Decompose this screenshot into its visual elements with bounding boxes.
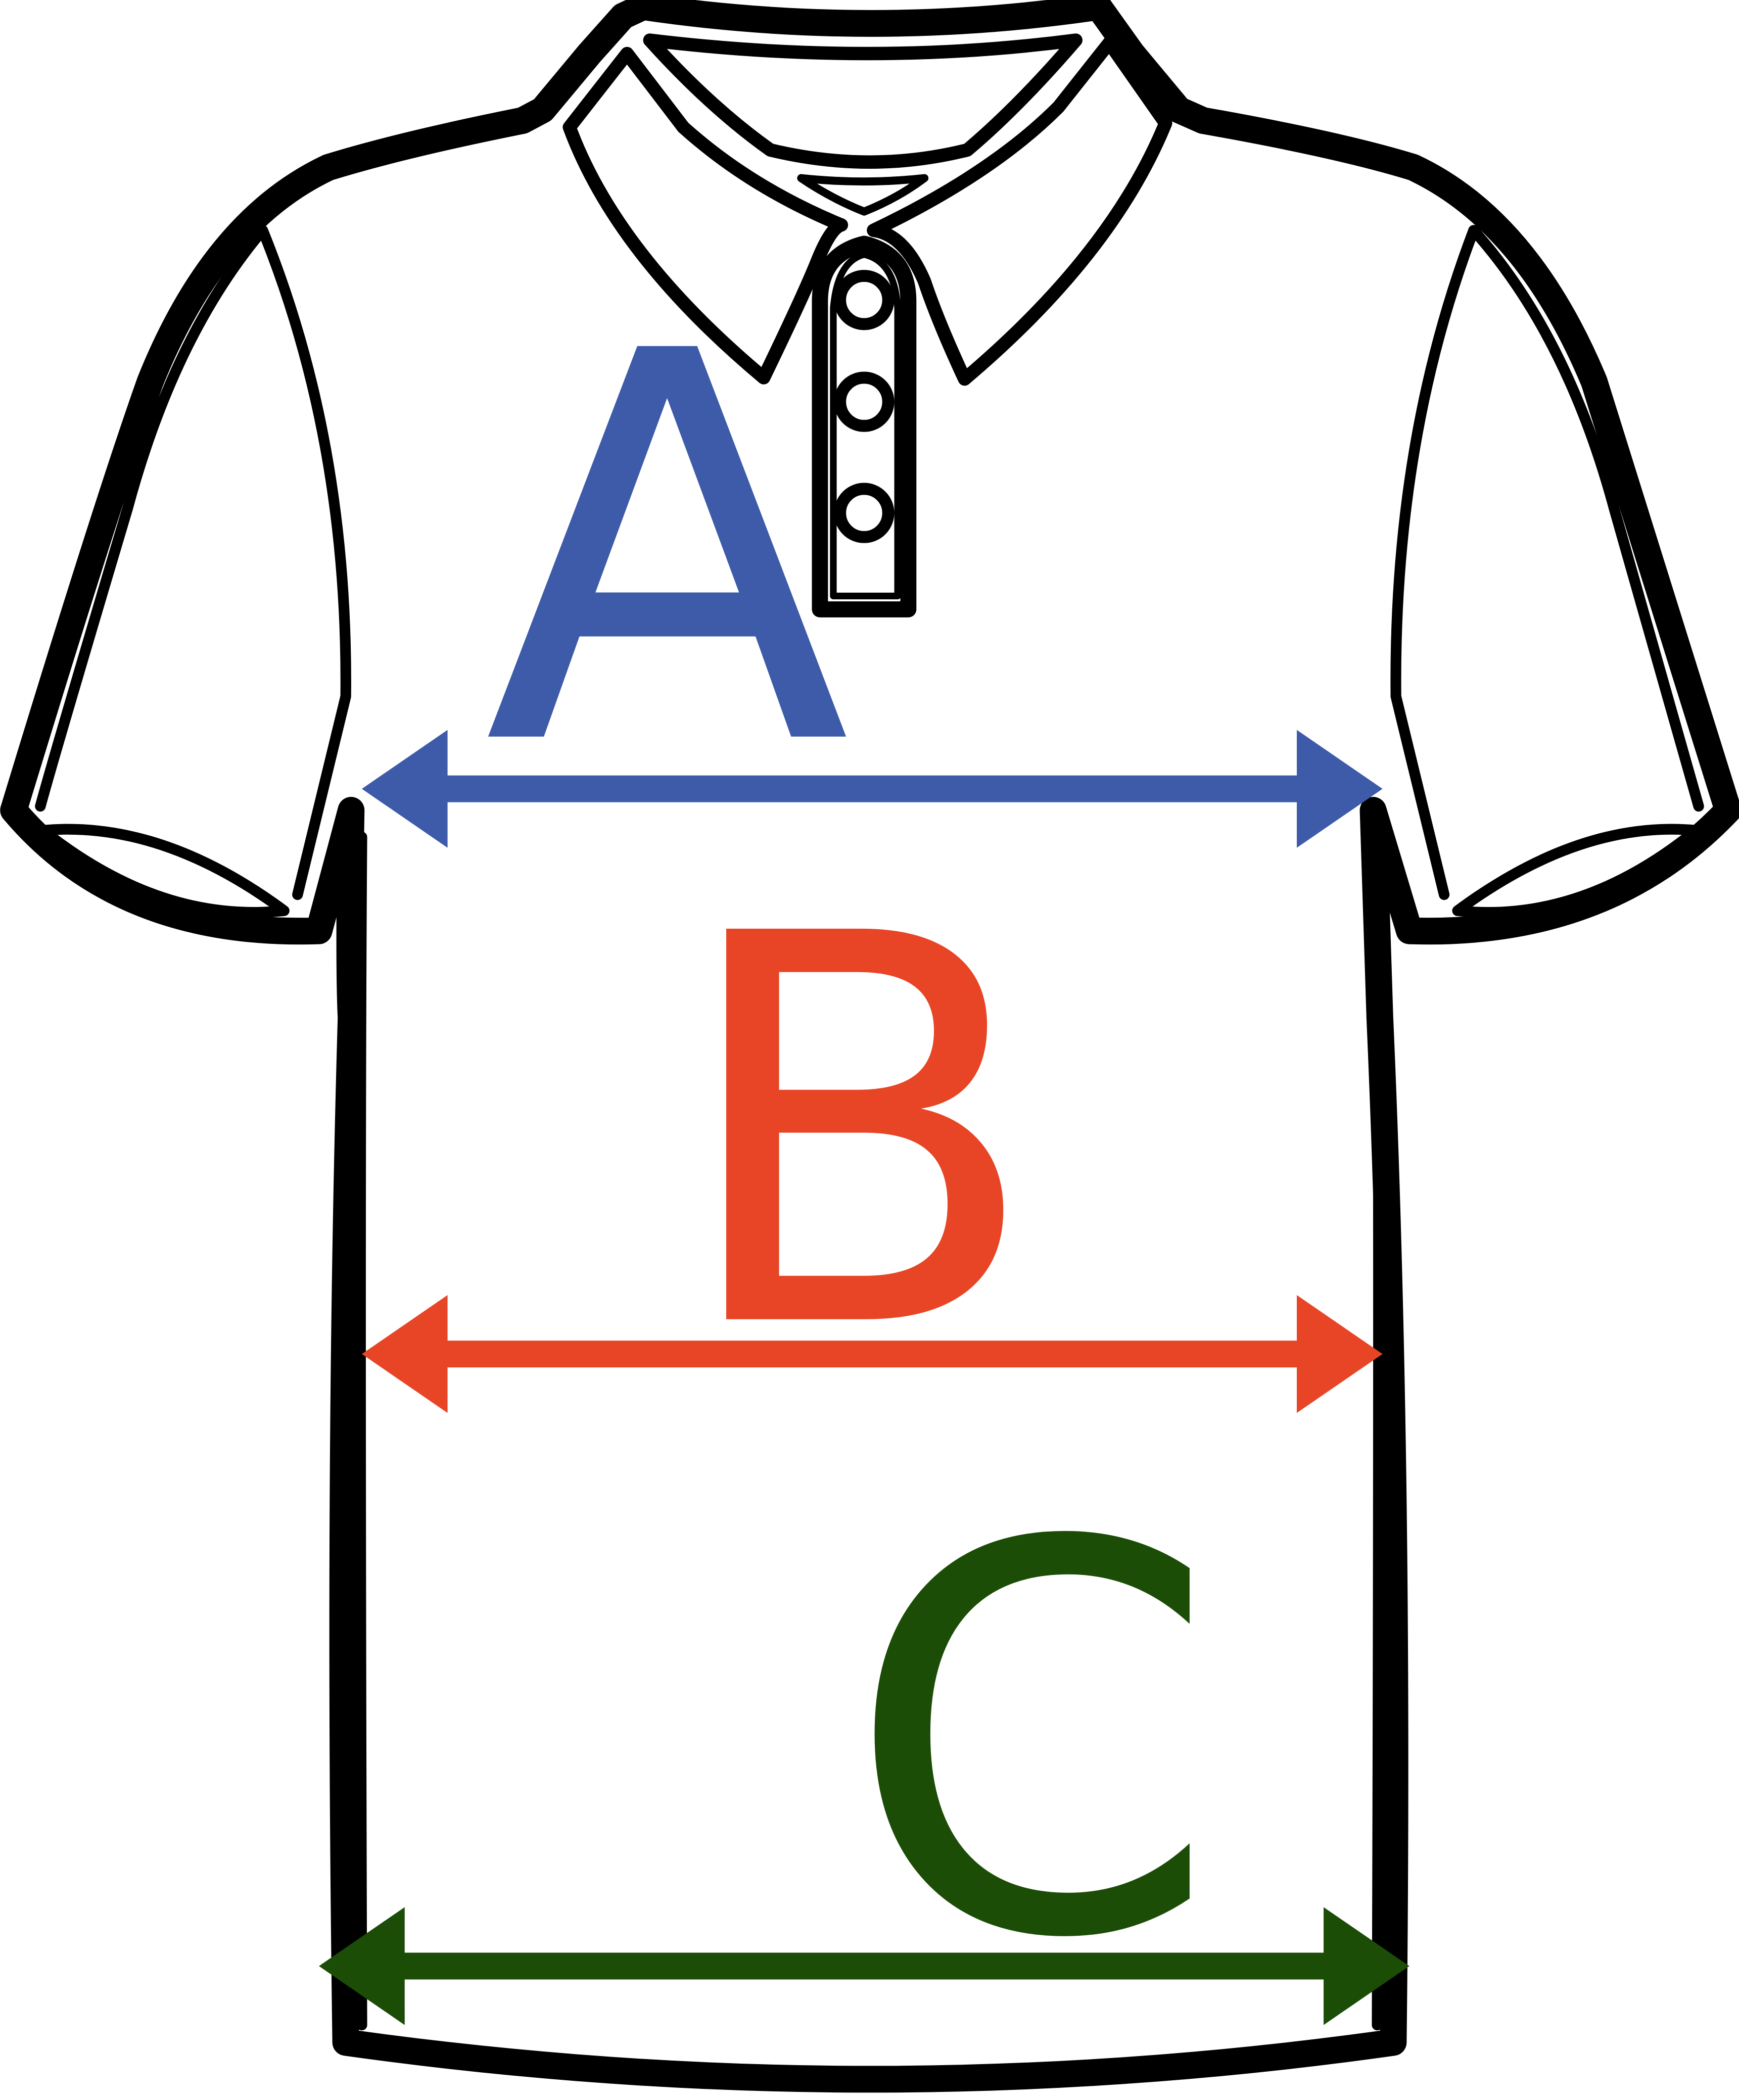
button-icon (834, 371, 895, 432)
left-sleeve-inner (35, 225, 351, 918)
shirt-inner-outline (355, 831, 1384, 2031)
measurement-label-c: C (844, 1432, 1218, 2056)
measurement-arrow-a (361, 730, 1383, 848)
collar-back-piece (797, 174, 929, 216)
collar (643, 33, 1083, 169)
placket (812, 235, 917, 617)
placket-buttons (834, 270, 895, 543)
measurement-arrow-c (319, 1907, 1409, 2025)
collar-left-flap (562, 46, 849, 385)
right-sleeve-inner (1390, 225, 1704, 918)
collar-right-flap (867, 36, 1172, 386)
button-icon (834, 483, 895, 543)
measurement-label-b: B (674, 823, 1041, 1446)
measurement-arrow-b (361, 1295, 1383, 1413)
placket-inner (830, 251, 901, 600)
measurement-label-a: A (484, 240, 853, 864)
button-icon (834, 270, 895, 330)
